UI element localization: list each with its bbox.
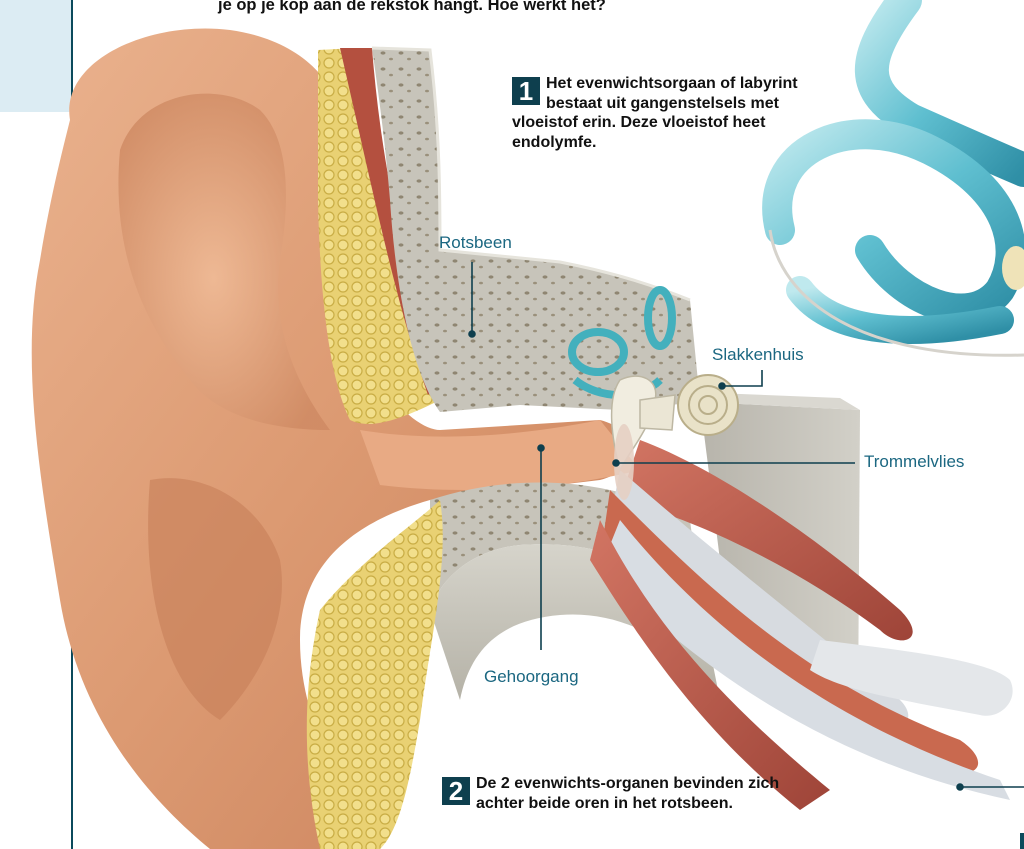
callout-2-text: De 2 evenwichts-organen bevinden zich ac…	[476, 775, 779, 812]
label-rotsbeen: Rotsbeen	[439, 233, 512, 253]
cochlea-snail	[678, 375, 738, 435]
leader-dot-rotsbeen	[469, 331, 475, 337]
callout-2-number: 2	[442, 777, 470, 805]
callout-1-number: 1	[512, 77, 540, 105]
label-gehoorgang: Gehoorgang	[484, 667, 579, 687]
leader-dot-bottom-right	[957, 784, 963, 790]
label-slakkenhuis: Slakkenhuis	[712, 345, 804, 365]
intro-text-fragment: je op je kop aan de rekstok hangt. Hoe w…	[218, 0, 606, 15]
callout-2: 2 De 2 evenwichts-organen bevinden zich …	[442, 774, 802, 813]
label-trommelvlies: Trommelvlies	[864, 452, 964, 472]
bottom-right-mark	[1020, 833, 1024, 849]
leader-dot-gehoorgang	[538, 445, 544, 451]
labyrinth-closeup	[770, 0, 1024, 355]
leader-dot-slakkenhuis	[719, 383, 725, 389]
leader-dot-trommelvlies	[613, 460, 619, 466]
callout-1: 1 Het evenwichtsorgaan of labyrint besta…	[512, 74, 802, 152]
callout-1-text: Het evenwichtsorgaan of labyrint bestaat…	[512, 75, 798, 151]
